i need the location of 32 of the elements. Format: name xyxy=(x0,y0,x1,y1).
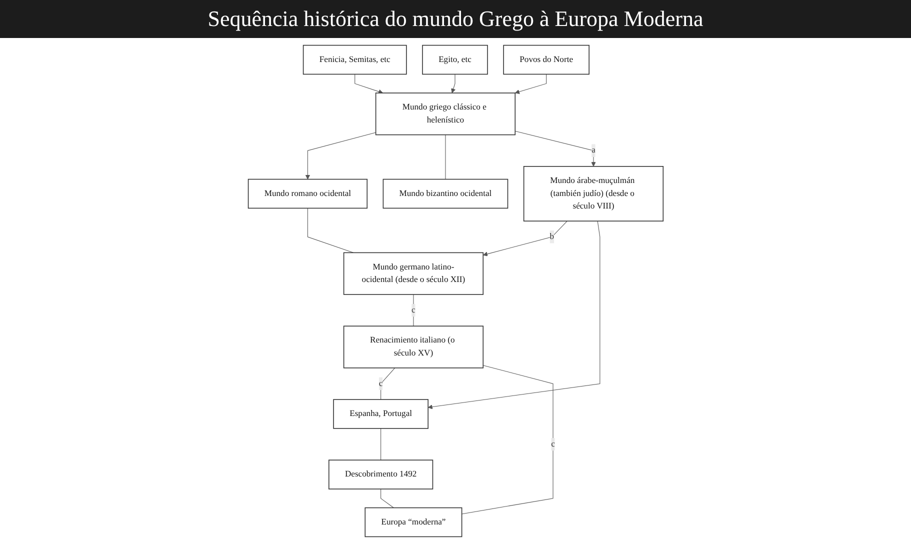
arrow xyxy=(514,73,546,94)
edge-label: c xyxy=(411,304,416,314)
edge-label: c xyxy=(378,378,382,388)
edge-label: b xyxy=(550,232,554,241)
arrow xyxy=(305,132,376,179)
node-box: Descobrimento 1492 xyxy=(328,459,433,489)
arrow xyxy=(482,220,568,256)
edge-label: c xyxy=(550,438,555,448)
edge-label: a xyxy=(591,145,596,154)
connector xyxy=(461,364,554,514)
arrow xyxy=(354,73,383,94)
node-box: Mundo romano ocidental xyxy=(248,178,368,208)
connector xyxy=(380,488,394,508)
title: Sequência histórica do mundo Grego à Europa Moderna xyxy=(0,0,911,38)
node-box: Renacimiento italiano (o século XV) xyxy=(343,325,484,368)
node-box: Mundo germano latino-ocidental (desde o século XII) xyxy=(343,252,484,294)
connector xyxy=(380,428,381,460)
connector xyxy=(380,367,395,400)
connector xyxy=(307,207,354,252)
connector xyxy=(412,294,414,326)
node-box: Povos do Norte xyxy=(502,44,590,74)
arrow xyxy=(514,130,596,166)
node-box: Mundo bizantino ocidental xyxy=(382,178,508,208)
node-box: Europa “moderna” xyxy=(364,506,462,537)
node-box: Mundo griego clássico e helenístico xyxy=(375,92,516,135)
node-box: Egito, etc xyxy=(422,44,488,74)
node-box: Espanha, Portugal xyxy=(332,398,428,428)
node-box: Fenicia, Semitas, etc xyxy=(302,44,407,74)
arrow xyxy=(428,220,600,409)
arrow xyxy=(450,73,456,93)
connector xyxy=(444,134,446,180)
node-box: Mundo árabe-muçulmán (también judío) (desde o século VIII) xyxy=(523,166,664,221)
